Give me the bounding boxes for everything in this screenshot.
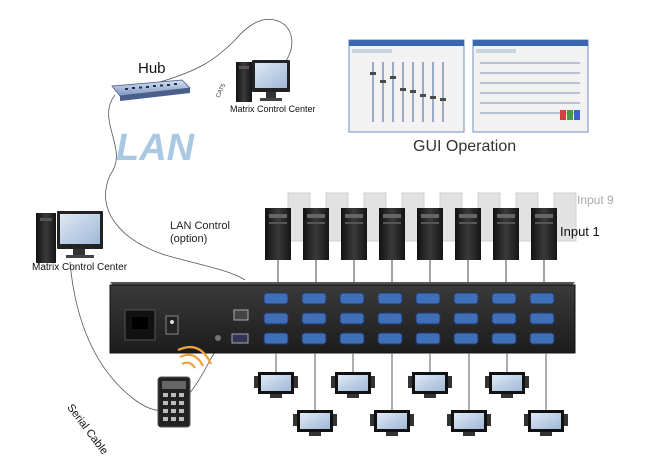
gui-window-1 (348, 39, 465, 133)
vga-port (339, 292, 365, 305)
monitor (524, 410, 568, 436)
vga-port (377, 312, 403, 325)
vga-port (415, 332, 441, 345)
vga-port (453, 332, 479, 345)
matrix-center-top-pc (236, 60, 290, 102)
vga-ports (263, 292, 555, 345)
hub-device (111, 79, 191, 101)
lan-control-line1: LAN Control (170, 220, 230, 232)
vga-port (491, 312, 517, 325)
hub-to-pc-cable (159, 19, 293, 83)
monitor (254, 372, 298, 398)
input-pc (417, 208, 443, 260)
vga-port (415, 312, 441, 325)
monitor (370, 410, 414, 436)
vga-port (301, 332, 327, 345)
monitor (331, 372, 375, 398)
input-pc (265, 208, 291, 260)
vga-port (529, 312, 555, 325)
hub-label: Hub (138, 60, 166, 77)
input-pc (493, 208, 519, 260)
vga-port (263, 312, 289, 325)
matrix-center-top-label: Matrix Control Center (230, 104, 316, 114)
vga-port (453, 312, 479, 325)
input-pc (455, 208, 481, 260)
lan-control-line2: (option) (170, 233, 208, 245)
remote-control (157, 376, 191, 428)
vga-port (263, 332, 289, 345)
input-9-label: Input 9 (577, 193, 614, 207)
monitor (408, 372, 452, 398)
vga-port (301, 312, 327, 325)
monitor (447, 410, 491, 436)
input-1-label: Input 1 (560, 224, 600, 239)
matrix-center-left-pc (36, 211, 103, 263)
monitor (293, 410, 337, 436)
wireless-waves-icon (177, 346, 212, 369)
lan-cable (105, 94, 246, 281)
gui-window-2 (472, 39, 589, 133)
vga-port (491, 292, 517, 305)
vga-port (529, 292, 555, 305)
vga-port (491, 332, 517, 345)
lan-control-label: LAN Control (option) (170, 220, 230, 246)
lan-label: LAN (116, 127, 195, 169)
vga-port (453, 292, 479, 305)
output-monitors (254, 372, 568, 436)
vga-port (377, 332, 403, 345)
gui-operation-label: GUI Operation (413, 138, 517, 155)
output-cables (275, 353, 547, 410)
input-pc (531, 208, 557, 260)
matrix-center-left-label: Matrix Control Center (32, 262, 128, 273)
vga-port (415, 292, 441, 305)
input-pc (379, 208, 405, 260)
input-pcs (265, 208, 557, 260)
lan-port (233, 309, 249, 321)
vga-port (339, 312, 365, 325)
serial-port (231, 333, 249, 344)
vga-port (301, 292, 327, 305)
vga-port (339, 332, 365, 345)
vga-port (529, 332, 555, 345)
input-cables (277, 260, 545, 282)
vga-port (263, 292, 289, 305)
input-pc (303, 208, 329, 260)
input-pc (341, 208, 367, 260)
power-switch (165, 315, 179, 335)
monitor (485, 372, 529, 398)
vga-port (377, 292, 403, 305)
